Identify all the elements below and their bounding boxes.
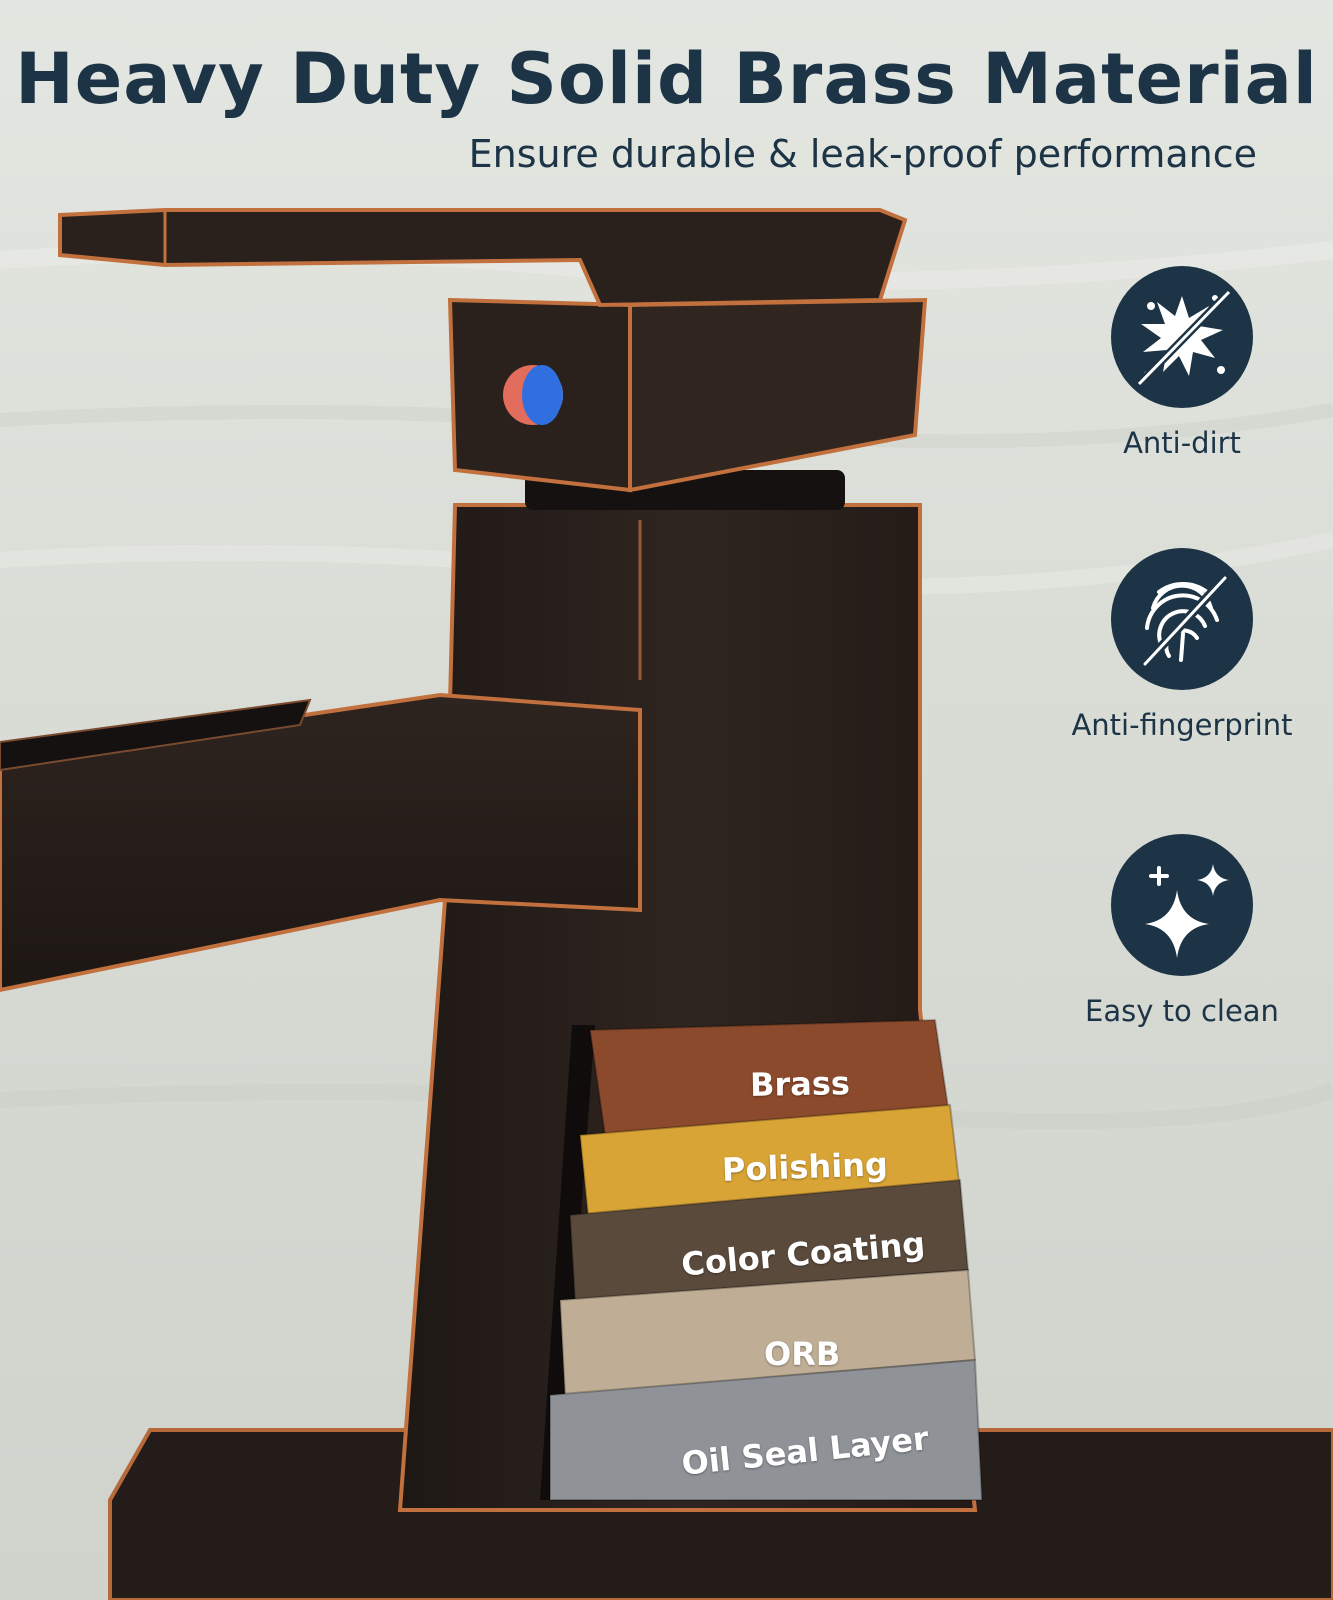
faucet-handle-block: [447, 297, 928, 493]
layer-oil-seal: [549, 1358, 984, 1501]
feature-anti-fingerprint: Anti-fingerprint: [1052, 548, 1312, 742]
feature-anti-dirt: Anti-dirt: [1052, 266, 1312, 460]
page-subtitle: Ensure durable & leak-proof performance: [468, 132, 1257, 176]
layer-label-brass: Brass: [749, 1064, 851, 1104]
feature-label: Easy to clean: [1085, 994, 1279, 1028]
feature-label: Anti-fingerprint: [1071, 708, 1293, 742]
feature-easy-to-clean: Easy to clean: [1052, 834, 1312, 1028]
splash-crossed-icon: [1111, 266, 1253, 408]
page-title: Heavy Duty Solid Brass Material: [15, 38, 1318, 120]
sparkles-icon: [1111, 834, 1253, 976]
feature-label: Anti-dirt: [1123, 426, 1241, 460]
layer-label-polishing: Polishing: [721, 1145, 889, 1189]
faucet-spout: [0, 692, 642, 993]
fingerprint-crossed-icon: [1111, 548, 1253, 690]
layer-label-orb: ORB: [764, 1335, 841, 1373]
layer-cutaway: [540, 1018, 984, 1501]
faucet-lever: [58, 208, 908, 308]
